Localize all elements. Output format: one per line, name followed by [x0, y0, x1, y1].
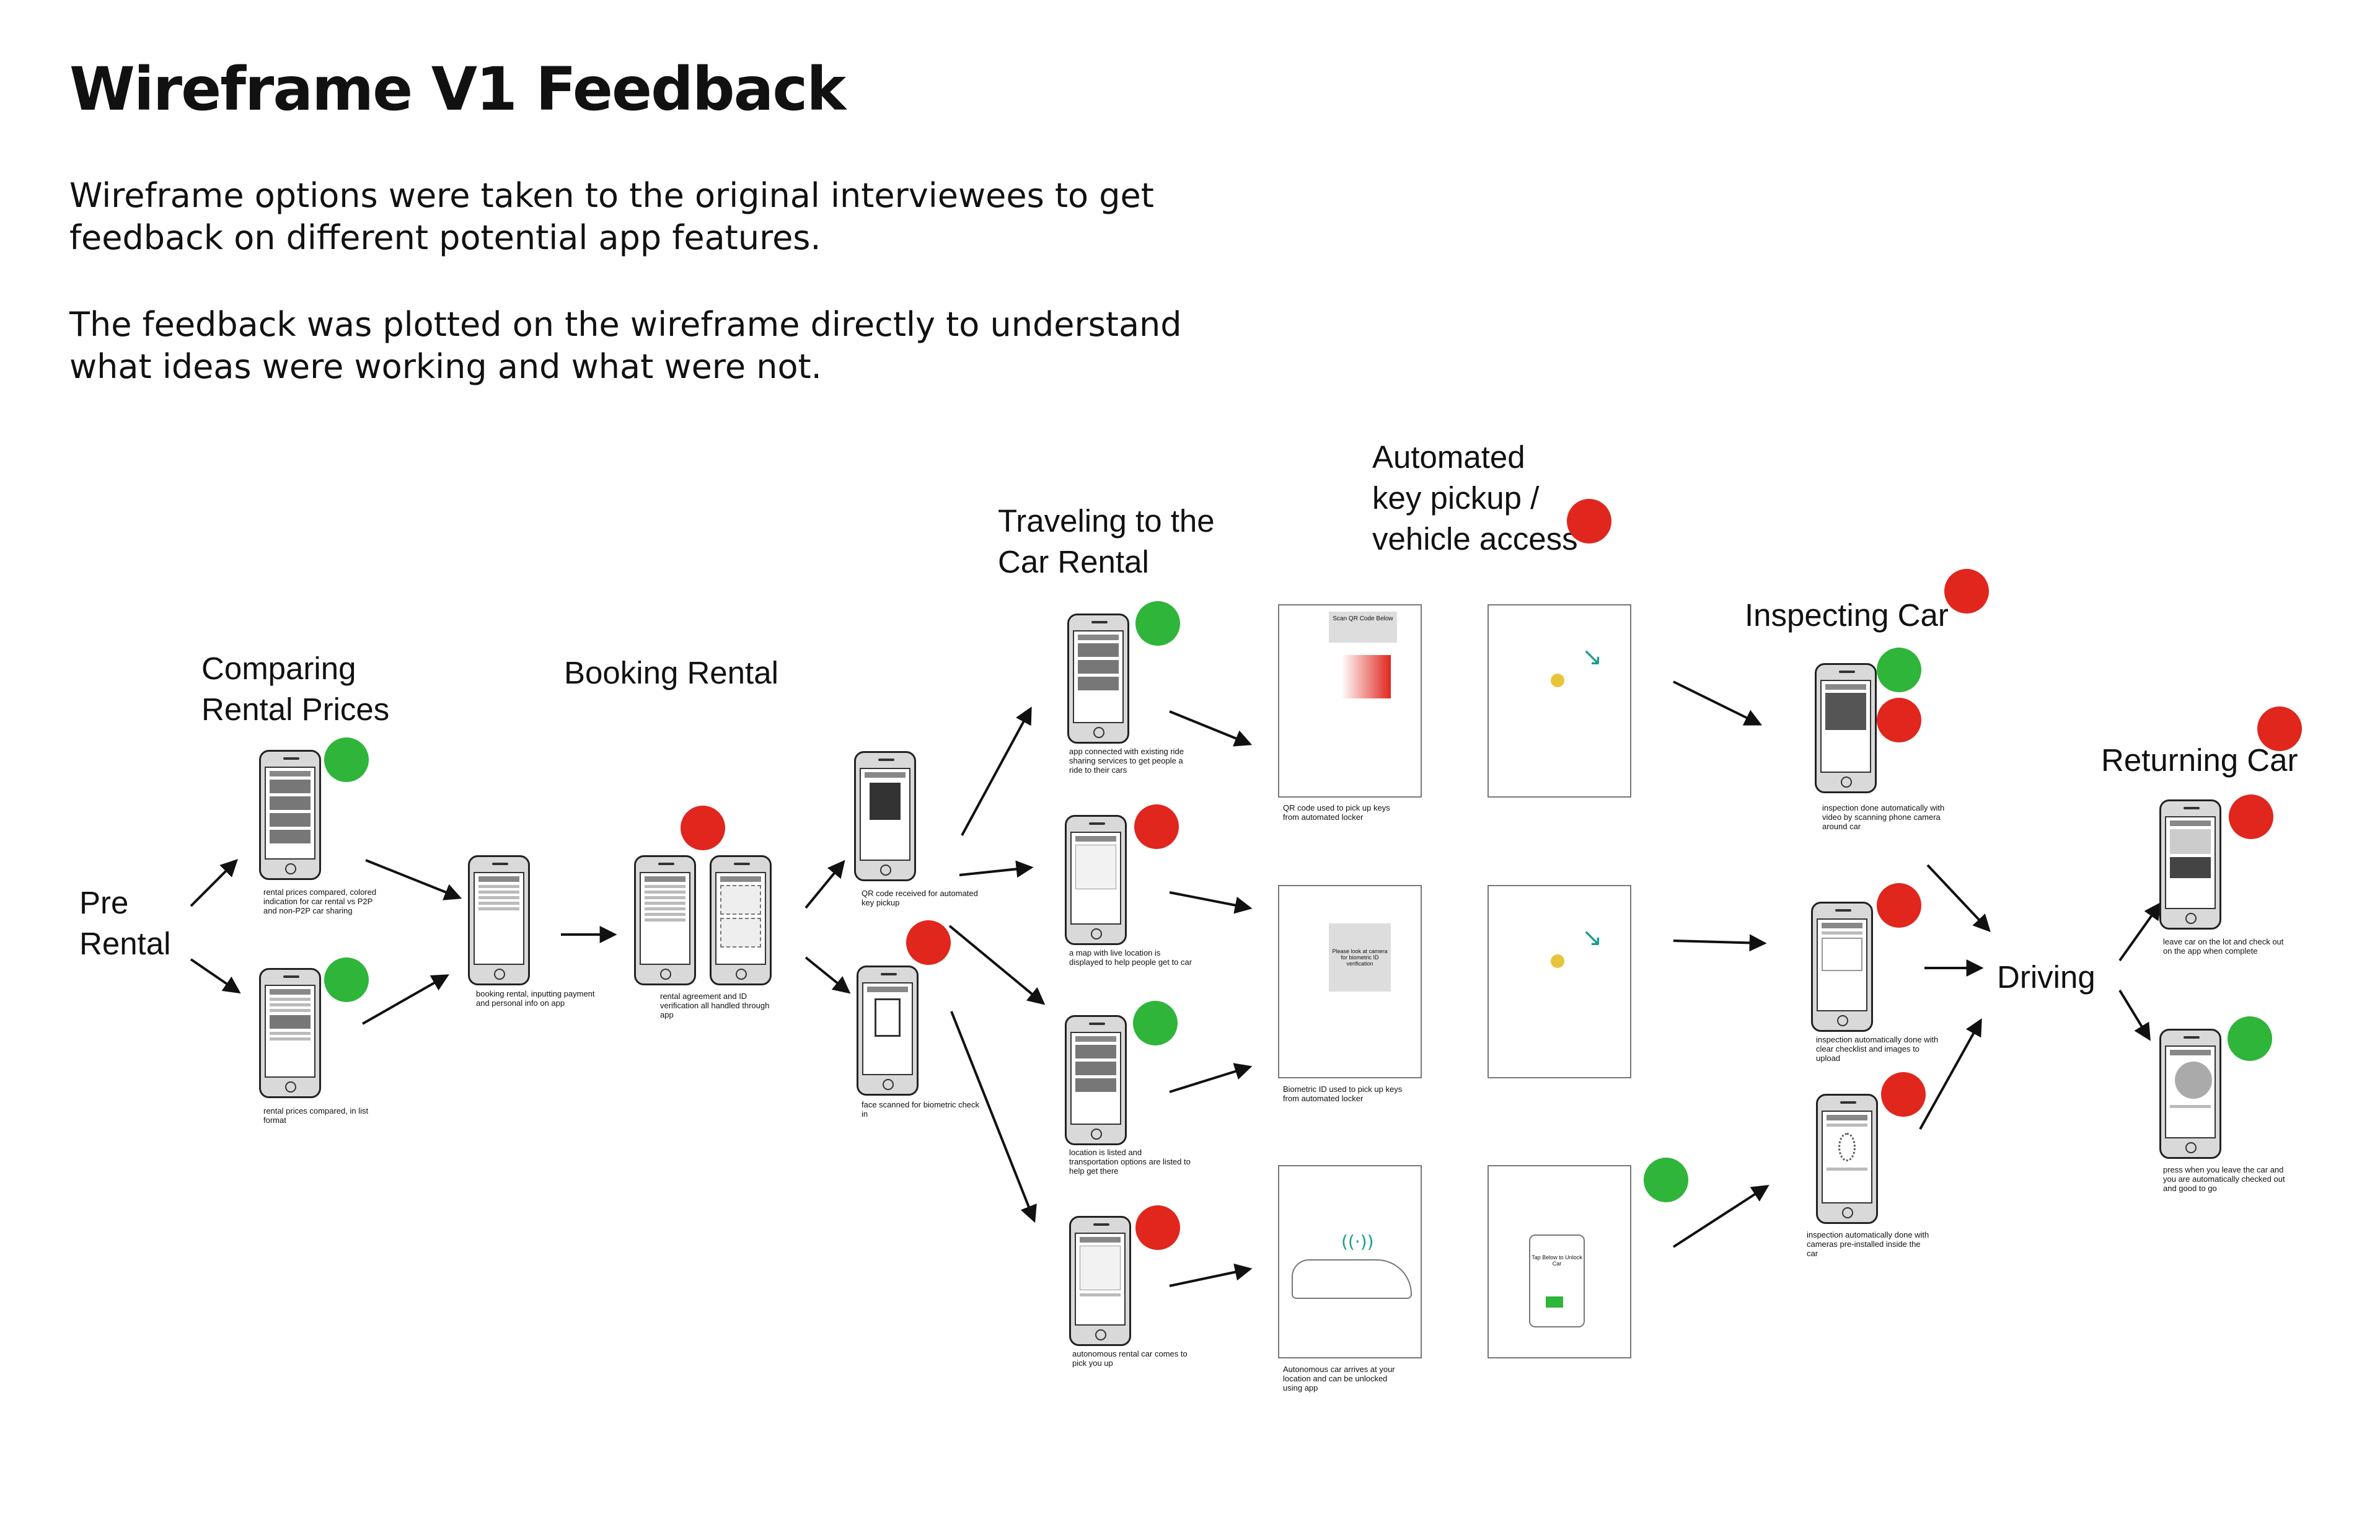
feedback-positive [1133, 1001, 1178, 1045]
phone-live-map [1065, 815, 1127, 945]
feedback-negative [681, 806, 725, 850]
stage-label-traveling: Traveling to the Car Rental [998, 503, 1215, 579]
phone-qr-code [854, 751, 916, 881]
caption-inspect-cameras: inspection automatically done with camer… [1807, 1230, 1929, 1258]
stage-label-comparing: Comparing Rental Prices [201, 651, 390, 727]
phone-booking-payment [468, 855, 530, 985]
caption-live-map: a map with live location is displayed to… [1069, 948, 1192, 967]
arrow-down-icon: ↘ [1582, 643, 1603, 671]
phone-inspect-checklist [1811, 902, 1873, 1032]
panel-biometric-text: Please look at camera for biometric ID v… [1329, 923, 1391, 992]
page-title: Wireframe V1 Feedback [69, 55, 846, 124]
caption-return-press: press when you leave the car and you are… [2163, 1165, 2285, 1193]
caption-return-lot: leave car on the lot and check out on th… [2163, 937, 2284, 956]
stage-label-inspecting: Inspecting Car [1745, 597, 1949, 633]
phone-return-lot [2159, 799, 2221, 930]
panel-unlock-app: Tap Below to Unlock Car [1488, 1165, 1631, 1358]
stage-label-pre-rental: Pre Rental [79, 885, 171, 961]
feedback-positive [1135, 601, 1180, 646]
caption-face-scan: face scanned for biometric check in [862, 1100, 980, 1119]
arrow-down-icon: ↘ [1582, 923, 1603, 952]
scan-gradient [1341, 655, 1391, 698]
caption-transport-options: location is listed and transportation op… [1069, 1148, 1191, 1176]
phone-autonomous-pickup [1069, 1216, 1131, 1346]
unlock-button-icon [1546, 1296, 1563, 1308]
phone-inspect-cameras [1816, 1094, 1878, 1224]
phone-face-scan [857, 966, 919, 1096]
key-icon [1551, 674, 1564, 687]
phone-rental-agreement [634, 855, 696, 985]
caption-qr-locker: QR code used to pick up keys from automa… [1283, 803, 1390, 822]
key-icon [1551, 954, 1564, 968]
feedback-positive [1877, 648, 1921, 692]
phone-compare-colored [259, 750, 321, 880]
caption-compare-list: rental prices compared, in list format [263, 1106, 369, 1125]
phone-id-verification [710, 855, 772, 985]
intro-paragraph-2: The feedback was plotted on the wirefram… [69, 305, 1182, 386]
phone-inspect-video [1815, 663, 1877, 793]
panel-autonomous-car: ((·)) [1278, 1165, 1422, 1358]
feedback-negative [1135, 1205, 1180, 1250]
panel-locker-key-2: ↘ [1488, 885, 1631, 1078]
feedback-negative [1567, 499, 1611, 543]
feedback-negative [2257, 706, 2302, 751]
caption-compare-colored: rental prices compared, colored indicati… [263, 887, 377, 915]
feedback-negative [906, 920, 951, 965]
stage-label-automated: Automated key pickup / vehicle access [1372, 439, 1578, 557]
feedback-negative [1877, 698, 1921, 742]
caption-qr-code: QR code received for automated key picku… [862, 889, 978, 907]
panel-scan-qr-text: Scan QR Code Below [1329, 612, 1397, 643]
caption-inspect-video: inspection done automatically with video… [1822, 803, 1945, 831]
panel-locker-key: ↘ [1488, 604, 1631, 798]
feedback-negative [1877, 883, 1921, 928]
feedback-negative [1134, 804, 1179, 849]
caption-autonomous-pickup: autonomous rental car comes to pick you … [1072, 1349, 1188, 1368]
feedback-positive [324, 957, 369, 1002]
caption-autonomous-arrival: Autonomous car arrives at your location … [1283, 1365, 1395, 1393]
phone-transport-options [1065, 1015, 1127, 1145]
feedback-positive [324, 737, 369, 782]
feedback-positive [1644, 1158, 1688, 1202]
car-icon [1292, 1259, 1412, 1299]
stage-label-driving: Driving [1997, 959, 2096, 995]
phone-ride-sharing [1067, 614, 1129, 744]
wifi-icon: ((·)) [1341, 1231, 1374, 1252]
caption-booking-payment: booking rental, inputting payment and pe… [476, 989, 595, 1008]
panel-biometric-locker: Please look at camera for biometric ID v… [1278, 885, 1422, 1078]
intro-paragraph-1: Wireframe options were taken to the orig… [69, 176, 1154, 257]
feedback-positive [2228, 1016, 2272, 1061]
phone-compare-list [259, 968, 321, 1098]
caption-biometric-locker: Biometric ID used to pick up keys from a… [1283, 1085, 1403, 1103]
caption-inspect-checklist: inspection automatically done with clear… [1816, 1035, 1939, 1063]
panel-qr-locker: Scan QR Code Below [1278, 604, 1422, 798]
panel-unlock-text: Tap Below to Unlock Car [1529, 1234, 1585, 1327]
stage-label-booking: Booking Rental [564, 655, 778, 690]
feedback-negative [1944, 569, 1989, 614]
caption-agreement: rental agreement and ID verification all… [660, 992, 770, 1019]
feedback-negative [1881, 1072, 1926, 1117]
feedback-negative [2229, 794, 2273, 839]
phone-return-press [2159, 1029, 2221, 1159]
caption-ride-sharing: app connected with existing ride sharing… [1069, 747, 1184, 775]
